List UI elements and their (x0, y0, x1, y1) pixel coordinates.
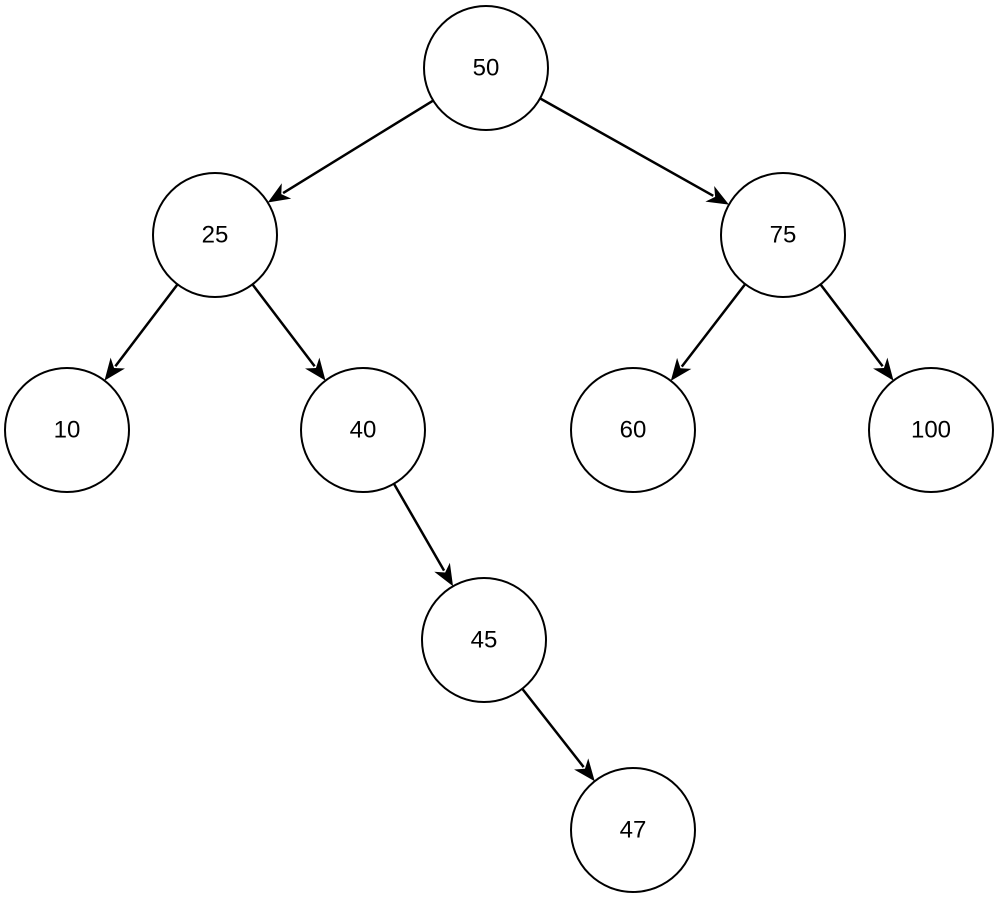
arrowhead-icon (104, 357, 125, 381)
tree-node-60: 60 (570, 367, 696, 493)
node-circle (868, 367, 994, 493)
arrowhead-icon (705, 185, 729, 205)
tree-node-45: 45 (421, 577, 547, 703)
edge-50-to-25 (267, 99, 434, 203)
edge-line (251, 283, 316, 368)
edge-line (819, 283, 884, 368)
node-value-label: 10 (54, 417, 81, 444)
arrowhead-icon (574, 758, 595, 782)
node-value-label: 50 (473, 55, 500, 82)
tree-node-75: 75 (720, 172, 846, 298)
node-circle (720, 172, 846, 298)
arrowhead-icon (670, 357, 692, 381)
node-circle (152, 172, 278, 298)
edge-line (392, 483, 446, 572)
node-value-label: 75 (770, 222, 797, 249)
node-value-label: 60 (620, 417, 647, 444)
arrowhead-icon (267, 183, 292, 203)
node-value-label: 25 (202, 222, 229, 249)
node-circle (423, 5, 549, 131)
tree-node-10: 10 (4, 367, 130, 493)
edge-75-to-60 (670, 283, 747, 381)
arrowhead-icon (305, 357, 326, 381)
arrowhead-icon (434, 562, 454, 587)
edge-line (282, 99, 434, 195)
node-circle (4, 367, 130, 493)
edge-45-to-47 (521, 688, 595, 782)
edge-25-to-40 (251, 283, 326, 381)
edge-75-to-100 (819, 283, 894, 381)
node-value-label: 40 (350, 417, 377, 444)
tree-node-40: 40 (300, 367, 426, 493)
edge-line (680, 283, 747, 368)
edge-50-to-75 (539, 97, 729, 205)
node-circle (421, 577, 547, 703)
node-circle (300, 367, 426, 493)
edge-line (521, 688, 585, 768)
node-value-label: 47 (620, 817, 647, 844)
edge-line (539, 97, 714, 197)
edge-25-to-10 (104, 283, 179, 381)
edges-layer (104, 97, 894, 782)
tree-node-50: 50 (423, 5, 549, 131)
tree-node-25: 25 (152, 172, 278, 298)
tree-node-100: 100 (868, 367, 994, 493)
edge-40-to-45 (392, 483, 454, 587)
node-circle (570, 367, 696, 493)
tree-node-47: 47 (570, 767, 696, 893)
node-value-label: 45 (471, 627, 498, 654)
node-circle (570, 767, 696, 893)
node-value-label: 100 (911, 417, 951, 444)
nodes-layer: 50 25 75 10 40 60 100 45 47 (4, 5, 994, 893)
arrowhead-icon (873, 357, 894, 381)
edge-line (114, 283, 179, 368)
